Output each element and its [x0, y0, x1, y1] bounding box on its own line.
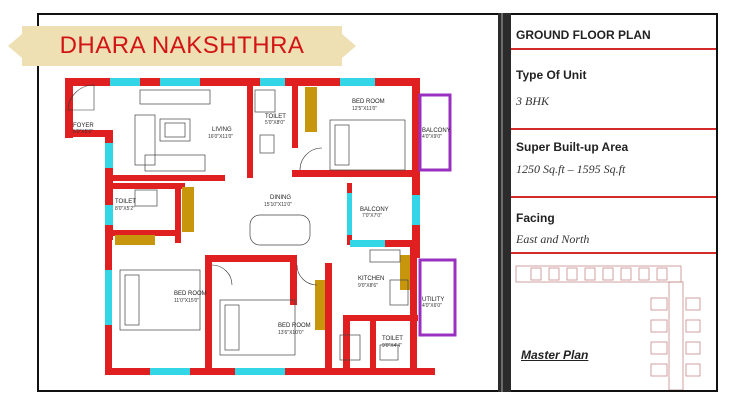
- facing-value: East and North: [516, 232, 590, 246]
- area-label: Super Built-up Area: [516, 140, 629, 154]
- room-dining-name: DINING: [270, 195, 291, 201]
- room-bed2-name: BED ROOM: [174, 291, 207, 297]
- floor-plan: FOYER 5'0"X5'0" LIVING 16'0"X11'0" TOILE…: [65, 78, 457, 375]
- unit-type-value: 3 BHK: [516, 94, 549, 108]
- sheet-frame: [37, 13, 718, 392]
- room-bed2-dim: 11'0"X15'0": [174, 298, 199, 304]
- info-row-heading: GROUND FLOOR PLAN: [511, 15, 716, 50]
- room-balcony1-name: BALCONY: [422, 128, 451, 134]
- info-row-unit: Type Of Unit 3 BHK: [511, 50, 716, 130]
- room-toilet3-name: TOILET: [382, 336, 403, 342]
- room-dining-dim: 15'10"X11'0": [264, 202, 292, 208]
- room-utility-dim: 4'0"X6'0": [422, 303, 442, 309]
- master-plan-thumbnail[interactable]: Master Plan: [511, 258, 716, 390]
- plan-furniture: [119, 89, 409, 361]
- room-living-dim: 16'0"X11'0": [208, 134, 233, 140]
- room-kitchen-dim: 9'0"X8'6": [358, 283, 378, 289]
- info-row-facing: Facing East and North: [511, 198, 716, 254]
- project-title: DHARA NAKSHTHRA: [59, 32, 305, 59]
- room-bed3-dim: 13'6"X10'0": [278, 330, 304, 336]
- master-plan-drawing: [515, 265, 701, 390]
- master-plan-link[interactable]: Master Plan: [521, 348, 589, 362]
- project-banner: DHARA NAKSHTHRA: [8, 26, 356, 66]
- room-toilet3-dim: 9'0"X4'4": [382, 343, 402, 349]
- panel-divider: [498, 13, 511, 392]
- room-kitchen-name: KITCHEN: [358, 276, 384, 282]
- room-living-name: LIVING: [212, 127, 232, 133]
- room-toilet2-name: TOILET: [115, 199, 136, 205]
- unit-type-label: Type Of Unit: [516, 68, 587, 82]
- plan-labels: FOYER 5'0"X5'0" LIVING 16'0"X11'0" TOILE…: [73, 99, 451, 349]
- area-value: 1250 Sq.ft – 1595 Sq.ft: [516, 162, 626, 176]
- room-balcony2-dim: 7'0"X7'0": [362, 213, 382, 219]
- room-bed1-dim: 12'5"X11'0": [352, 106, 377, 112]
- room-toilet2-dim: 8'0"X5'2": [115, 206, 135, 212]
- room-balcony1-dim: 4'0"X9'0": [422, 134, 442, 140]
- facing-label: Facing: [516, 211, 555, 225]
- room-bed3-name: BED ROOM: [278, 323, 311, 329]
- plan-windows: [105, 78, 420, 375]
- floor-plan-heading: GROUND FLOOR PLAN: [516, 28, 651, 42]
- info-row-area: Super Built-up Area 1250 Sq.ft – 1595 Sq…: [511, 130, 716, 198]
- room-foyer-name: FOYER: [73, 123, 94, 129]
- room-toilet1-dim: 5'0"X8'0": [265, 120, 285, 126]
- room-balcony2-name: BALCONY: [360, 207, 389, 213]
- room-utility-name: UTILITY: [422, 297, 444, 303]
- plan-doors: [67, 84, 410, 330]
- plan-balconies: [418, 93, 457, 337]
- room-toilet1-name: TOILET: [265, 114, 286, 120]
- room-bed1-name: BED ROOM: [352, 99, 385, 105]
- room-foyer-dim: 5'0"X5'0": [73, 129, 93, 135]
